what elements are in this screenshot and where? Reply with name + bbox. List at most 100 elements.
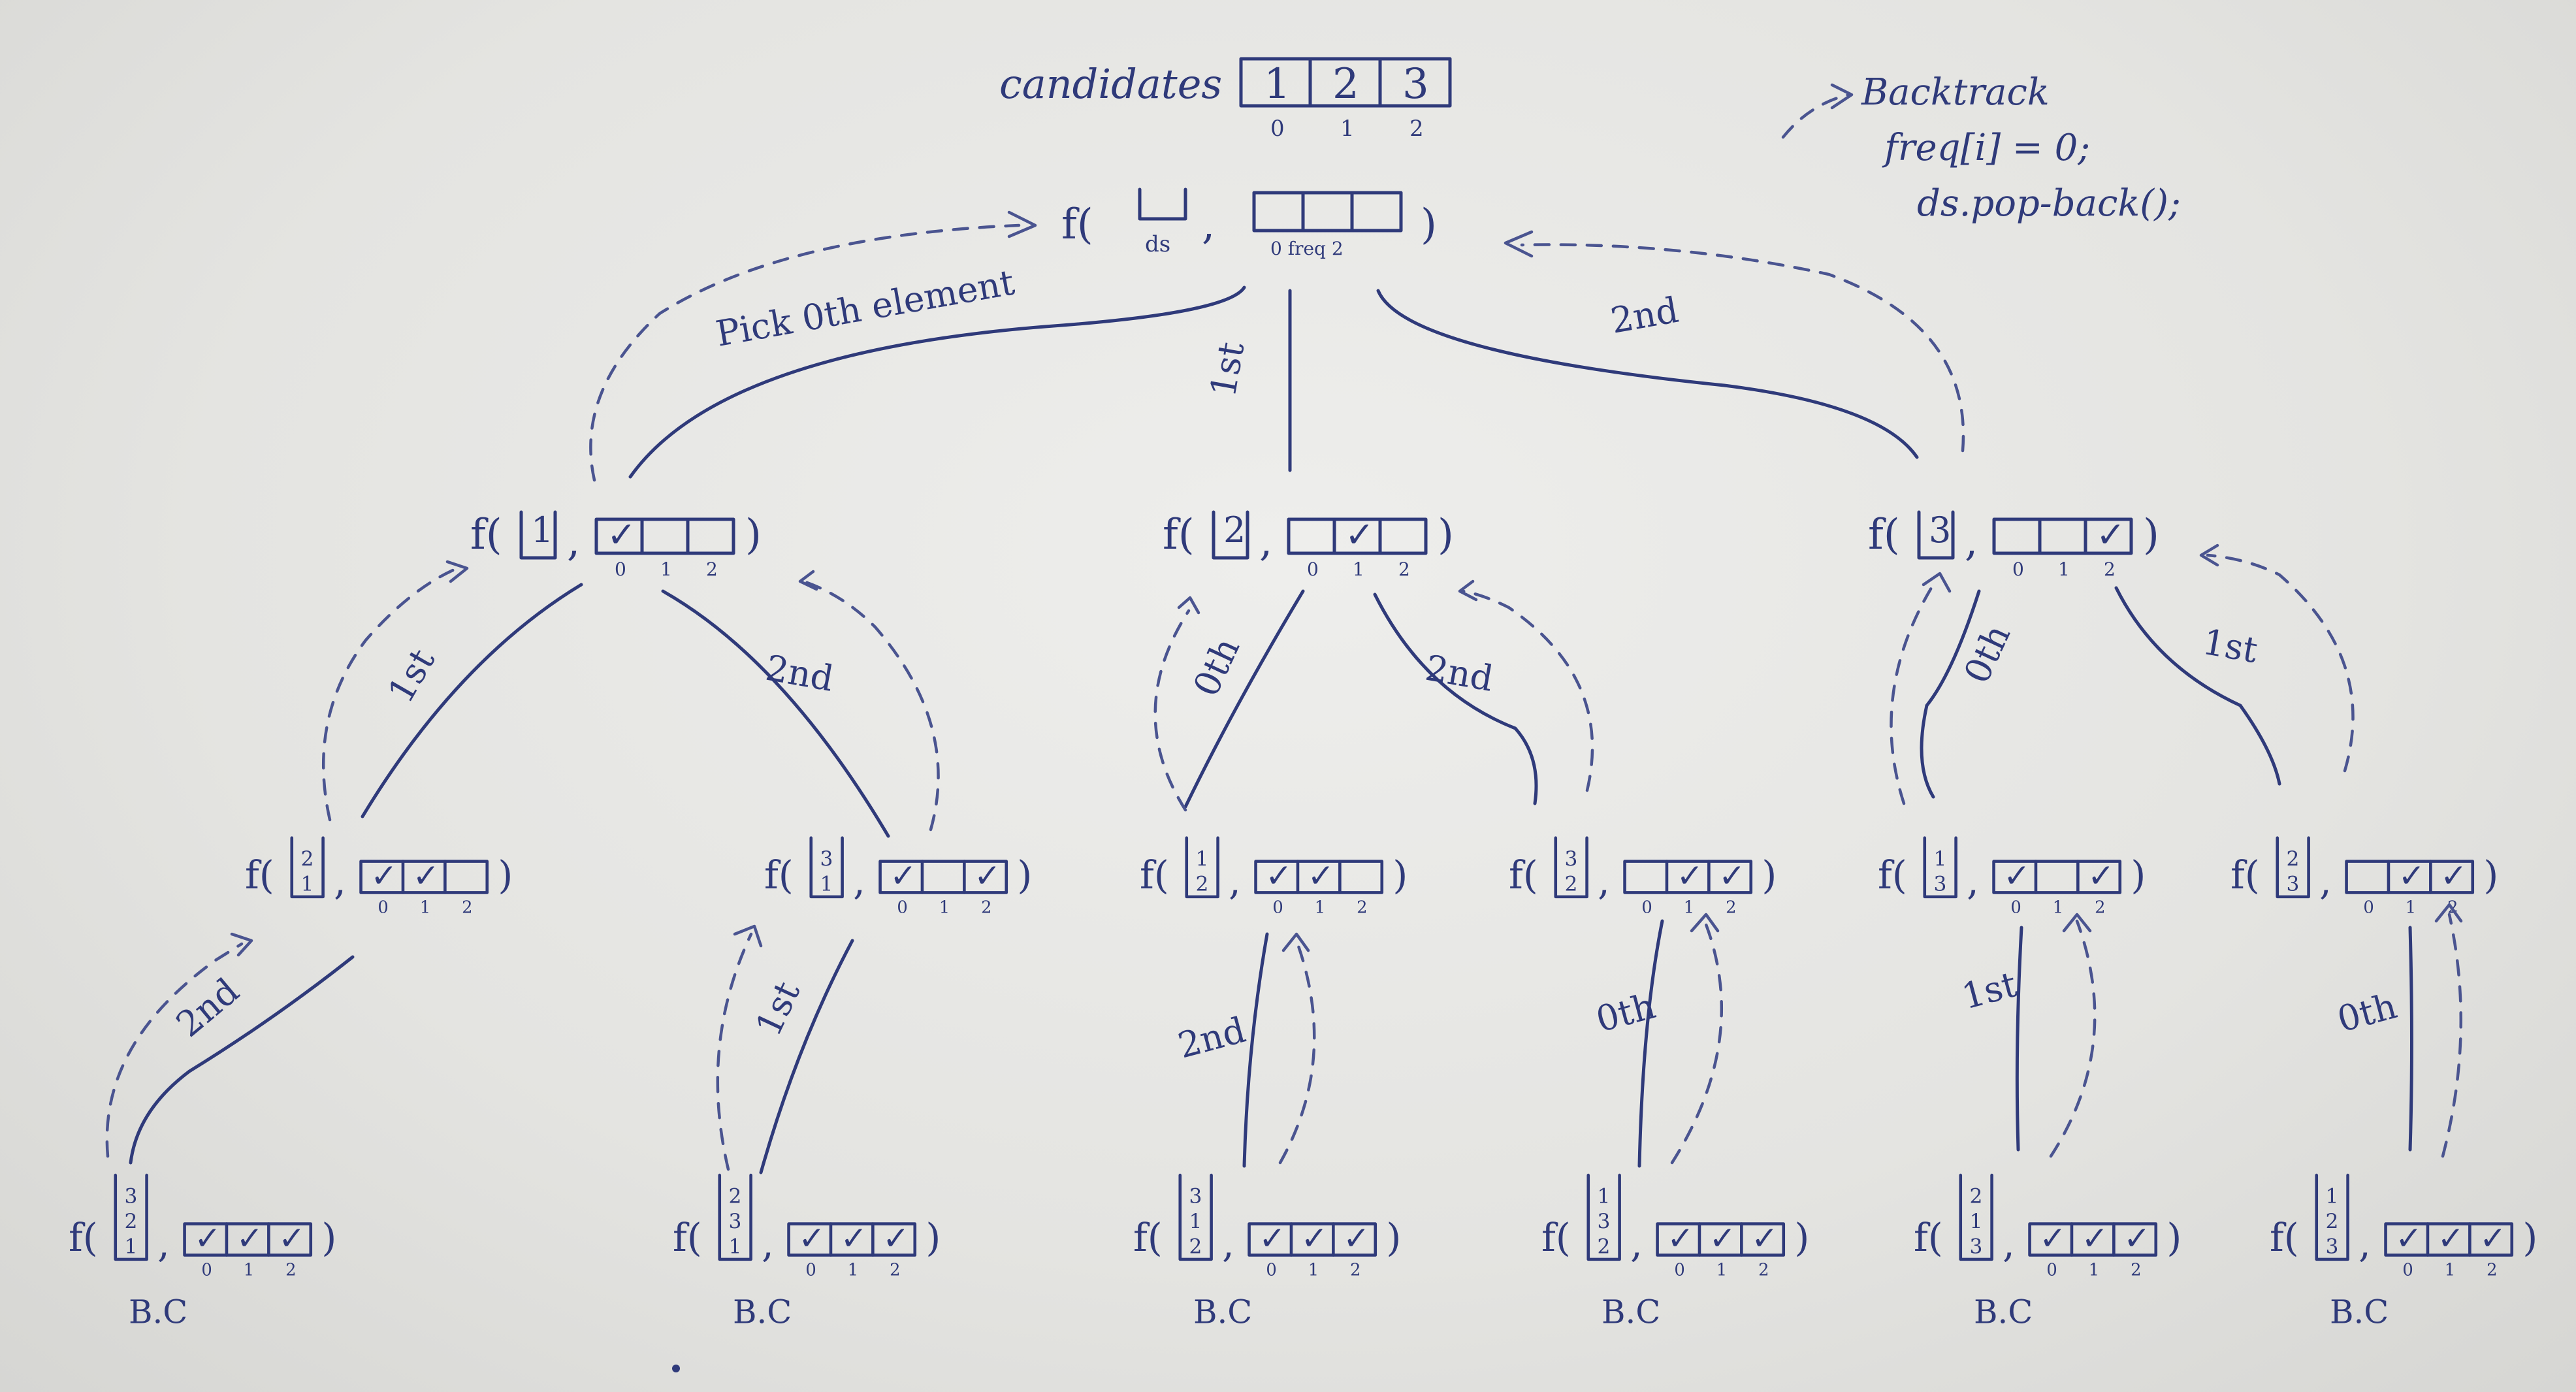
ds-value: 1 [301,873,314,896]
level-2-edges [105,903,2463,1174]
candidate-value-1: 2 [1332,60,1359,108]
freq-index: 2 [1357,898,1367,918]
ds-value: 3 [2326,1235,2339,1259]
backtrack-arrow-root-right [1520,243,1965,453]
freq-index: 1 [1308,1261,1319,1280]
freq-index: 0 [2402,1261,2413,1280]
candidate-index-1: 1 [1340,116,1355,142]
svg-text:): ) [1386,1215,1401,1260]
node-f: f( [1878,852,1907,898]
ds-value: 1 [531,510,553,551]
ds-value: 2 [1598,1235,1611,1259]
candidates-box [1239,57,1452,108]
freq-check: ✓ [1301,1219,1328,1257]
freq-check: ✓ [798,1219,826,1257]
freq-check: ✓ [1751,1219,1779,1257]
candidate-value-2: 3 [1402,60,1429,108]
ds-box [1923,836,1957,899]
freq-check: ✓ [1343,1219,1370,1257]
freq-index: 2 [890,1261,900,1280]
edge-label-l2-5: 0th [2333,985,2401,1040]
freq-box [183,1222,313,1257]
freq-index: 2 [2104,558,2116,580]
ds-value: 1 [729,1235,742,1259]
ds-box [1185,836,1219,899]
freq-check: ✓ [974,856,1001,894]
freq-index: 0 [615,558,626,580]
node-f: f( [1133,1215,1163,1260]
freq-index: 2 [285,1261,296,1280]
edge-label-root-1: 1st [1202,339,1253,400]
ds-value: 3 [1934,873,1947,896]
freq-box [787,1222,917,1257]
freq-index: 0 [201,1261,212,1280]
ds-value: 1 [1189,1210,1202,1233]
freq-check: ✓ [413,856,440,894]
ds-value: 1 [1196,847,1209,871]
node-f: f( [1541,1215,1571,1260]
freq-check: ✓ [2082,1219,2109,1257]
freq-index: 1 [2089,1261,2099,1280]
root-freq-label: 0 freq 2 [1270,238,1344,259]
edge-label-root-0: Pick 0th element [713,261,1018,354]
ds-value: 2 [2326,1210,2339,1233]
base-case-label: B.C [129,1293,187,1331]
edge-label-l1-0-b: 2nd [763,647,837,700]
freq-index: 0 [1674,1261,1684,1280]
ds-box [718,1173,752,1261]
root-node: f( ds , 0 freq 2 ) [1061,187,1437,259]
node-f: f( [1914,1215,1943,1260]
svg-text:): ) [2166,1215,2182,1260]
svg-text:,: , [2359,1221,2371,1266]
root-ds-box [1138,187,1187,221]
freq-check: ✓ [841,1219,868,1257]
svg-text:,: , [1967,858,1979,903]
freq-check: ✓ [194,1219,221,1257]
svg-text:): ) [2522,1215,2537,1260]
ds-value: 3 [1970,1235,1983,1259]
ds-box [519,510,557,560]
root-close: ) [1421,201,1437,249]
freq-check: ✓ [1265,856,1293,894]
freq-box [1992,517,2133,555]
ds-value: 2 [301,847,314,871]
svg-text:,: , [1259,517,1272,566]
freq-index: 0 [1307,558,1319,580]
freq-index: 0 [1272,898,1283,918]
freq-box [1254,860,1384,894]
freq-index: 2 [2095,898,2105,918]
freq-index: 2 [2131,1261,2141,1280]
edge-label-l1-2-b: 1st [2200,621,2261,672]
level-1-edges [321,543,2355,838]
freq-index: 2 [706,558,718,580]
ds-value: 3 [125,1184,138,1208]
ds-value: 2 [1223,510,1246,551]
edge-root-0 [628,285,1246,479]
svg-text:): ) [926,1215,941,1260]
root-ds-label: ds [1145,231,1170,257]
freq-index: 1 [1315,898,1325,918]
node-f: f( [1509,852,1538,898]
svg-text:,: , [334,858,346,903]
freq-check: ✓ [2438,1219,2465,1257]
freq-box [878,860,1008,894]
freq-check: ✓ [1667,1219,1694,1257]
freq-index: 1 [1716,1261,1727,1280]
ds-value: 1 [1934,847,1947,871]
freq-index: 0 [378,898,388,918]
node-f: f( [245,852,274,898]
edge-label-l2-1: 1st [748,975,809,1043]
freq-check: ✓ [607,514,636,555]
ink-dot [672,1365,680,1372]
edge-label-l2-3: 0th [1592,985,1660,1040]
node-f: f( [1163,511,1195,559]
backtrack-line-1: freq[i] = 0; [1882,127,2090,169]
edge-label-root-2: 2nd [1607,289,1681,342]
ds-value: 3 [820,847,833,871]
